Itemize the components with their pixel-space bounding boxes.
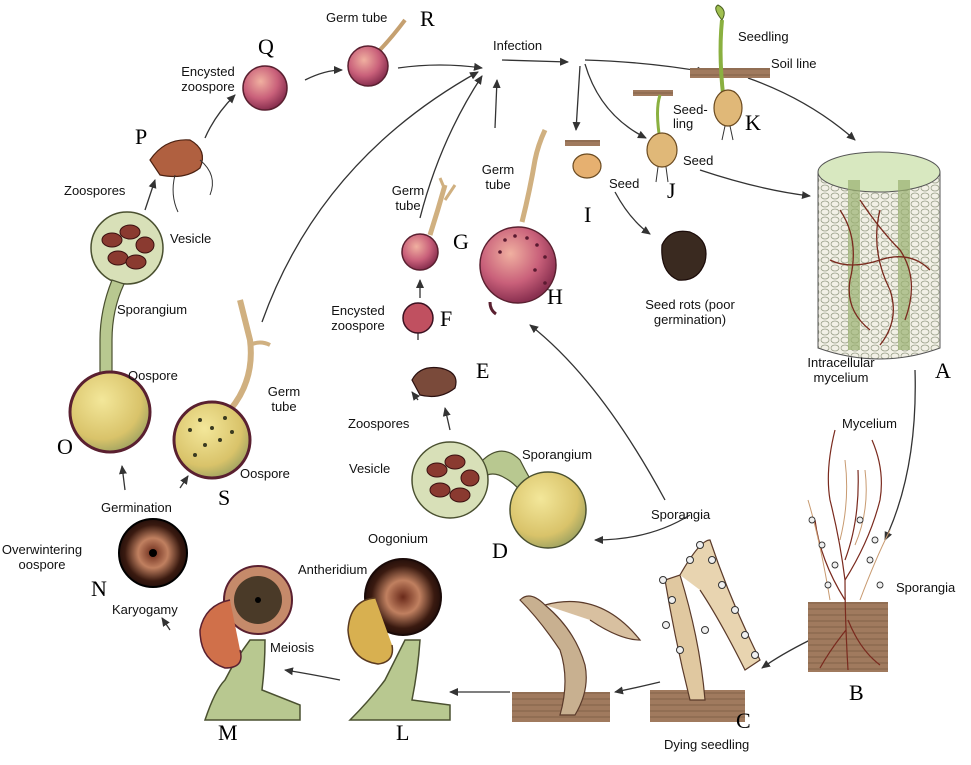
stage-letter-o: O (57, 436, 73, 458)
stage-letter-j: J (667, 180, 676, 202)
stage-letter-e: E (476, 360, 489, 382)
stage-l-oogonium-antheridium (348, 559, 450, 720)
stage-letter-s: S (218, 487, 230, 509)
label-s-oospore: Oospore (240, 466, 290, 481)
stage-letter-n: N (91, 578, 107, 600)
stage-letter-c: C (736, 710, 751, 732)
stage-letter-r: R (420, 8, 435, 30)
stage-s-germinating-oospore (174, 300, 270, 478)
label-d-zoospores: Zoospores (348, 416, 409, 431)
stage-p-zoospore (150, 140, 212, 212)
label-b-mycelium: Mycelium (842, 416, 897, 431)
stage-j-germinating-seed (633, 90, 677, 182)
label-n-karyogamy: Karyogamy (112, 602, 178, 617)
stage-e-zoospore (412, 368, 456, 397)
stage-letter-p: P (135, 126, 147, 148)
stage-h-germinating-sporangium (480, 130, 556, 314)
stage-c-dying-seedling-sporangia (650, 540, 760, 722)
label-germination: Germination (101, 500, 172, 515)
label-b-sporangia: Sporangia (896, 580, 955, 595)
stage-letter-a: A (935, 360, 951, 382)
dying-seedling (512, 596, 640, 722)
stage-o-sporangium-vesicle (70, 212, 163, 452)
stage-r-germinating-zoospore (348, 20, 405, 86)
label-h-germ-tube: Germ tube (478, 162, 518, 192)
label-m-meiosis: Meiosis (270, 640, 314, 655)
stage-letter-m: M (218, 722, 238, 744)
label-l-oogonium: Oogonium (368, 531, 428, 546)
label-r-germ-tube: Germ tube (326, 10, 387, 25)
label-i-seed-rots: Seed rots (poor germination) (620, 297, 760, 327)
stage-n-overwintering-oospore (119, 519, 187, 587)
stage-letter-k: K (745, 112, 761, 134)
label-s-germ-tube: Germ tube (260, 384, 308, 414)
stage-letter-d: D (492, 540, 508, 562)
label-o-oospore: Oospore (128, 368, 178, 383)
label-g-germ-tube: Germ tube (388, 183, 428, 213)
label-c-dying-seedling: Dying seedling (664, 737, 749, 752)
stage-f-encysted-zoospore (403, 303, 433, 333)
label-p-vesicle: Vesicle (170, 231, 211, 246)
stage-q-encysted-zoospore (243, 66, 287, 110)
center-label-infection: Infection (493, 38, 542, 53)
stage-b-mycelium-sporangia (808, 430, 890, 672)
label-d-sporangium: Sporangium (522, 447, 592, 462)
rotting-seed (662, 231, 706, 280)
label-j-seed: Seed (683, 153, 713, 168)
label-q-encysted-zoospore: Encysted zoospore (172, 64, 244, 94)
label-c-sporangia: Sporangia (651, 507, 710, 522)
label-p-sporangium: Sporangium (117, 302, 187, 317)
stage-a-stem-cross-section (818, 152, 940, 359)
label-i-seed: Seed (609, 176, 639, 191)
label-p-zoospores: Zoospores (64, 183, 125, 198)
label-a-intracellular-mycelium: Intracellular mycelium (797, 355, 885, 385)
stage-letter-l: L (396, 722, 409, 744)
label-k-seedling: Seedling (738, 29, 789, 44)
stage-letter-f: F (440, 308, 452, 330)
stage-letter-h: H (547, 286, 563, 308)
label-j-seedling: Seed-ling (673, 103, 705, 131)
label-f-encysted-zoospore: Encysted zoospore (322, 303, 394, 333)
stage-i-seed (565, 140, 601, 178)
stage-letter-q: Q (258, 36, 274, 58)
stage-letter-g: G (453, 231, 469, 253)
stage-letter-b: B (849, 682, 864, 704)
label-l-antheridium: Antheridium (298, 562, 367, 577)
label-k-soil-line: Soil line (771, 56, 817, 71)
label-n-overwintering-oospore: Overwintering oospore (0, 542, 84, 572)
label-d-vesicle: Vesicle (349, 461, 390, 476)
stage-letter-i: I (584, 204, 591, 226)
